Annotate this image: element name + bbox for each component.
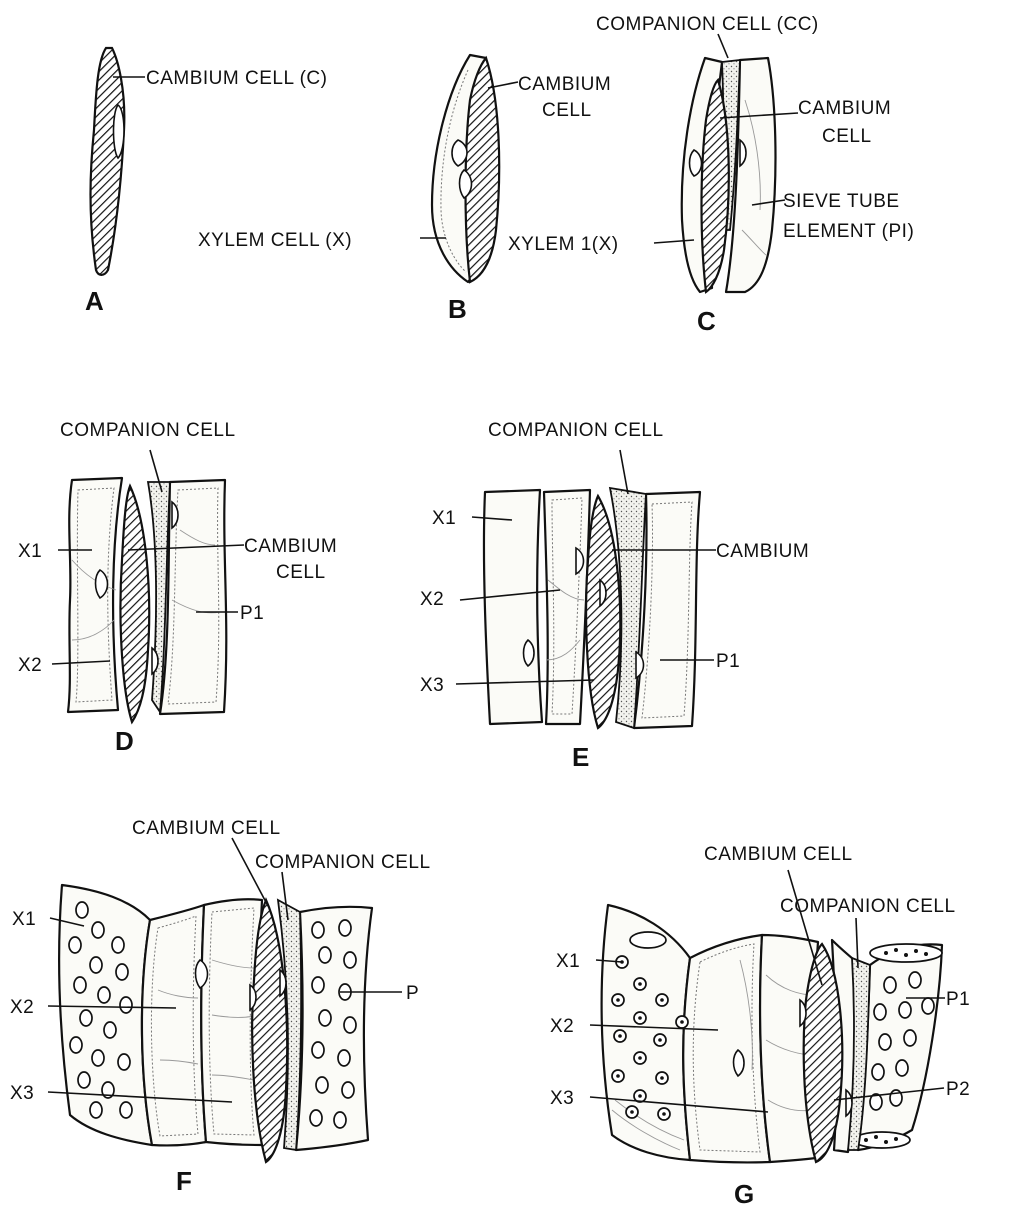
sieve-plate-top-g [870, 944, 942, 962]
label-p1-g: P1 [946, 989, 970, 1010]
label-cambium-b-line1: CAMBIUM [518, 74, 611, 95]
label-p-f: P [406, 983, 419, 1004]
cambium-cell-a [91, 48, 125, 275]
label-x2-e: X2 [420, 589, 444, 610]
label-companion-cell-e: COMPANION CELL [488, 420, 664, 441]
label-sieve-tube-c-line2: ELEMENT (PI) [783, 221, 914, 242]
perforation-x1-g [630, 932, 666, 948]
label-x2-d: X2 [18, 655, 42, 676]
panel-c: COMPANION CELL (CC) CAMBIUM CELL SIEVE T… [508, 14, 914, 336]
label-x1-e: X1 [432, 508, 456, 529]
phloem-p1-g [858, 944, 942, 1150]
panel-letter-a: A [85, 286, 104, 316]
panel-letter-d: D [115, 726, 134, 756]
label-x3-g: X3 [550, 1088, 574, 1109]
panel-letter-f: F [176, 1166, 192, 1196]
label-companion-cell-c: COMPANION CELL (CC) [596, 14, 819, 35]
label-x2-f: X2 [10, 997, 34, 1018]
label-x3-f: X3 [10, 1083, 34, 1104]
panel-b: CAMBIUM CELL XYLEM CELL (X) B [198, 55, 611, 324]
label-cambium-d-line2: CELL [276, 562, 326, 583]
sieve-plate-bottom-g [854, 1132, 910, 1148]
panel-f: CAMBIUM CELL COMPANION CELL X1 P X2 X3 F [10, 818, 431, 1196]
panel-a: CAMBIUM CELL (C) A [85, 48, 327, 316]
panel-letter-c: C [697, 306, 716, 336]
label-cambium-c-line2: CELL [822, 126, 872, 147]
cambium-e [586, 496, 620, 728]
label-cambium-cell-a: CAMBIUM CELL (C) [146, 68, 327, 89]
label-p1-d: P1 [240, 603, 264, 624]
cambium-cell-d [120, 486, 149, 722]
label-x1-d: X1 [18, 541, 42, 562]
label-x3-e: X3 [420, 675, 444, 696]
panel-letter-e: E [572, 742, 589, 772]
label-p1-e: P1 [716, 651, 740, 672]
label-xylem-cell-b: XYLEM CELL (X) [198, 230, 352, 251]
label-companion-cell-f: COMPANION CELL [255, 852, 431, 873]
label-companion-cell-d: COMPANION CELL [60, 420, 236, 441]
label-x2-g: X2 [550, 1016, 574, 1037]
label-p2-g: P2 [946, 1079, 970, 1100]
label-companion-cell-g: COMPANION CELL [780, 896, 956, 917]
nucleus-a [114, 105, 125, 158]
label-x1-f: X1 [12, 909, 36, 930]
label-cambium-cell-f: CAMBIUM CELL [132, 818, 281, 839]
xylem-x1-e [484, 490, 542, 724]
panel-letter-b: B [448, 294, 467, 324]
panel-d: COMPANION CELL X1 CAMBIUM CELL P1 X2 D [18, 420, 337, 756]
panel-letter-g: G [734, 1179, 754, 1207]
phloem-p-f [296, 907, 372, 1150]
label-cambium-c-line1: CAMBIUM [798, 98, 891, 119]
label-xylem-c: XYLEM 1(X) [508, 234, 619, 255]
label-cambium-d-line1: CAMBIUM [244, 536, 337, 557]
label-sieve-tube-c-line1: SIEVE TUBE [783, 191, 900, 212]
xylem-cells-d [68, 478, 122, 712]
panel-g: CAMBIUM CELL COMPANION CELL X1 P1 X2 X3 … [550, 844, 970, 1207]
panel-e: COMPANION CELL X1 CAMBIUM X2 P1 X3 E [420, 420, 809, 772]
label-cambium-b-line2: CELL [542, 100, 592, 121]
label-x1-g: X1 [556, 951, 580, 972]
xylem-x2-e [544, 490, 590, 724]
label-cambium-e: CAMBIUM [716, 541, 809, 562]
phloem-d [160, 480, 226, 714]
label-cambium-cell-g: CAMBIUM CELL [704, 844, 853, 865]
